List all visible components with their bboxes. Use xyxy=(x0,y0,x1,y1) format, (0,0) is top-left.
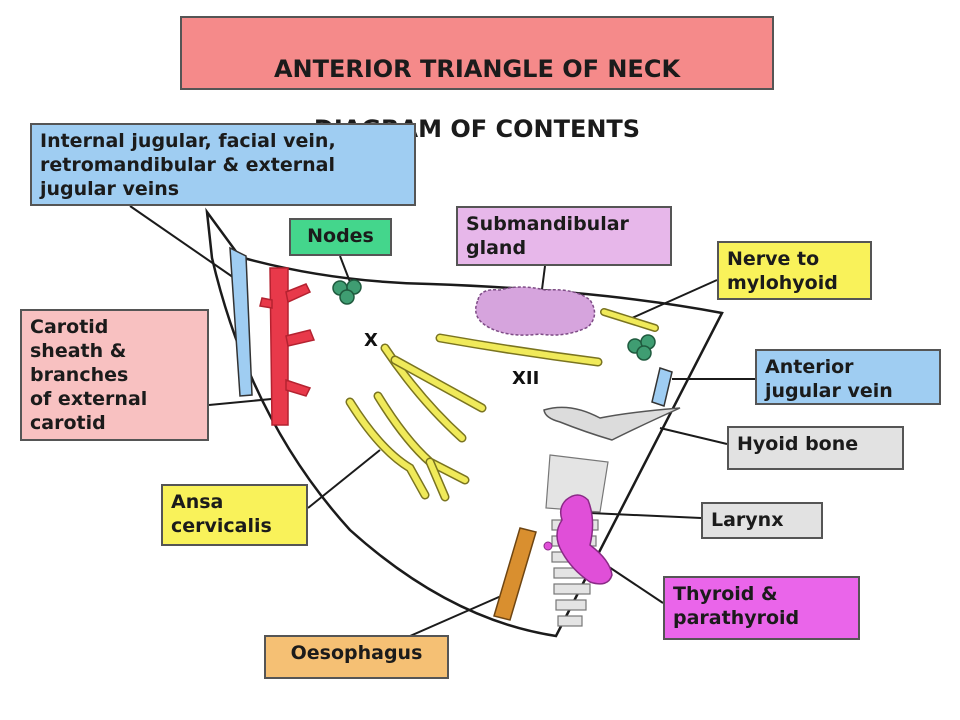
anterior-jugular-vein-shape xyxy=(651,367,673,407)
label-veins: Internal jugular, facial vein, retromand… xyxy=(30,123,416,206)
label-anterior-jugular-vein: Anterior jugular vein xyxy=(755,349,941,405)
oesophagus-shape xyxy=(493,527,537,621)
page-title: ANTERIOR TRIANGLE OF NECK DIAGRAM OF CON… xyxy=(180,16,774,143)
vagus-nerve-shape xyxy=(380,343,487,443)
thyroid-shape xyxy=(556,494,613,585)
label-larynx: Larynx xyxy=(701,502,823,539)
label-thyroid-parathyroid: Thyroid & parathyroid xyxy=(663,576,860,640)
carotid-artery-shape xyxy=(259,267,316,426)
label-nerve-to-mylohyoid: Nerve to mylohyoid xyxy=(717,241,872,300)
title-line-1: ANTERIOR TRIANGLE OF NECK xyxy=(273,55,681,83)
label-nodes: Nodes xyxy=(289,218,392,256)
label-submandibular-gland: Submandibular gland xyxy=(456,206,672,266)
hypoglossal-marker: XII xyxy=(512,368,539,389)
label-hyoid-bone: Hyoid bone xyxy=(727,426,904,470)
hyoid-bone-shape xyxy=(543,406,681,441)
lymph-nodes-shape xyxy=(332,279,656,361)
vagus-marker: X xyxy=(364,330,378,351)
label-carotid-sheath: Carotid sheath & branches of external ca… xyxy=(20,309,209,441)
label-ansa-cervicalis: Ansa cervicalis xyxy=(161,484,308,546)
internal-jugular-vein-shape xyxy=(229,246,253,397)
submandibular-gland-shape xyxy=(475,286,596,336)
label-oesophagus: Oesophagus xyxy=(264,635,449,679)
ansa-cervicalis-shape xyxy=(345,391,470,502)
